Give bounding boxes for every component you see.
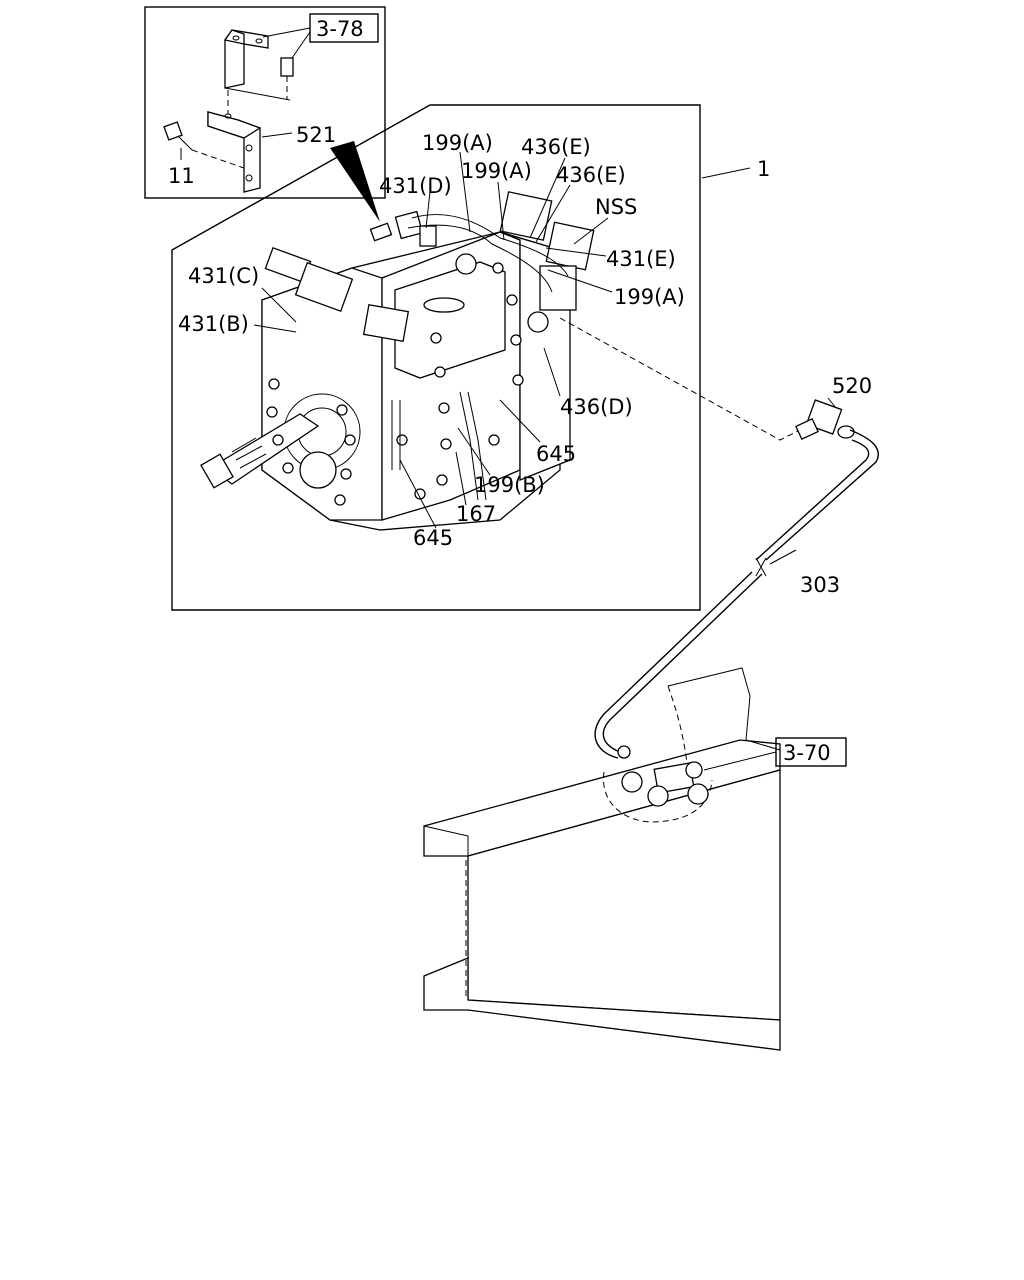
bracket-assembly-icon [163,29,294,193]
part-label-167: 167 [456,502,496,526]
part-label-431b: 431(B) [178,312,249,336]
main-assembly-frame [171,104,701,611]
transmission-assembly-icon [200,191,595,531]
ref-label-3-70: 3-70 [783,741,831,765]
connection-line [559,317,801,441]
leader-lines [253,151,751,529]
elbow-fitting-icon [795,399,855,441]
part-label-431c: 431(C) [188,264,259,288]
part-label-520: 520 [832,374,872,398]
part-label-645-1: 645 [536,442,576,466]
frame-rail-icon [423,667,781,1051]
inset-pointer [330,141,380,222]
ref-label-3-78: 3-78 [316,17,364,41]
part-label-199a-2: 199(A) [461,159,532,183]
part-label-431e: 431(E) [606,247,676,271]
part-label-303: 303 [800,573,840,597]
ref-box-3-78 [309,13,379,43]
part-label-11: 11 [168,164,195,188]
part-label-199b: 199(B) [474,473,545,497]
part-label-431d: 431(D) [379,174,452,198]
part-label-436e-2: 436(E) [556,163,626,187]
part-label-436e-1: 436(E) [521,135,591,159]
part-label-199a-1: 199(A) [422,131,493,155]
part-label-645-2: 645 [413,526,453,550]
bracket-inset: 3-78 521 11 [144,6,386,199]
part-label-521: 521 [296,123,336,147]
part-label-1: 1 [757,157,770,181]
connector-fitting-icon [617,745,709,807]
pipe-icon [594,429,879,759]
part-label-199a-3: 199(A) [614,285,685,309]
part-label-436d: 436(D) [560,395,633,419]
ref-box-3-70 [775,737,847,767]
part-label-nss: NSS [595,195,637,219]
